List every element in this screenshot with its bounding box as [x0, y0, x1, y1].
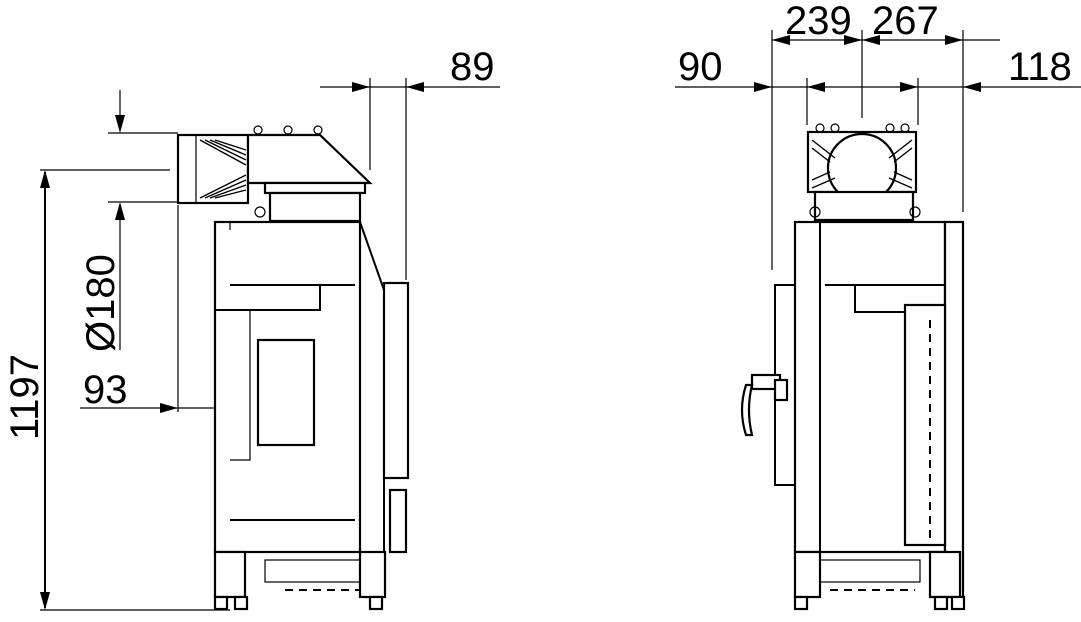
- dimension-top-side-label: 89: [450, 45, 495, 89]
- dimension-height-label: 1197: [3, 354, 47, 440]
- dimension-diameter-label: Ø180: [79, 254, 123, 352]
- dimension-width-a-label: 239: [785, 0, 852, 43]
- front-hatching: [811, 139, 913, 189]
- front-view: [675, 30, 1081, 611]
- dimension-front-right-label: 118: [1008, 45, 1072, 89]
- pipe-hatching: [199, 139, 247, 199]
- side-view: [40, 78, 500, 611]
- dimension-width-b-label: 267: [872, 0, 939, 43]
- dimension-offset-left-label: 93: [83, 368, 128, 412]
- dimension-front-left-label: 90: [678, 45, 723, 89]
